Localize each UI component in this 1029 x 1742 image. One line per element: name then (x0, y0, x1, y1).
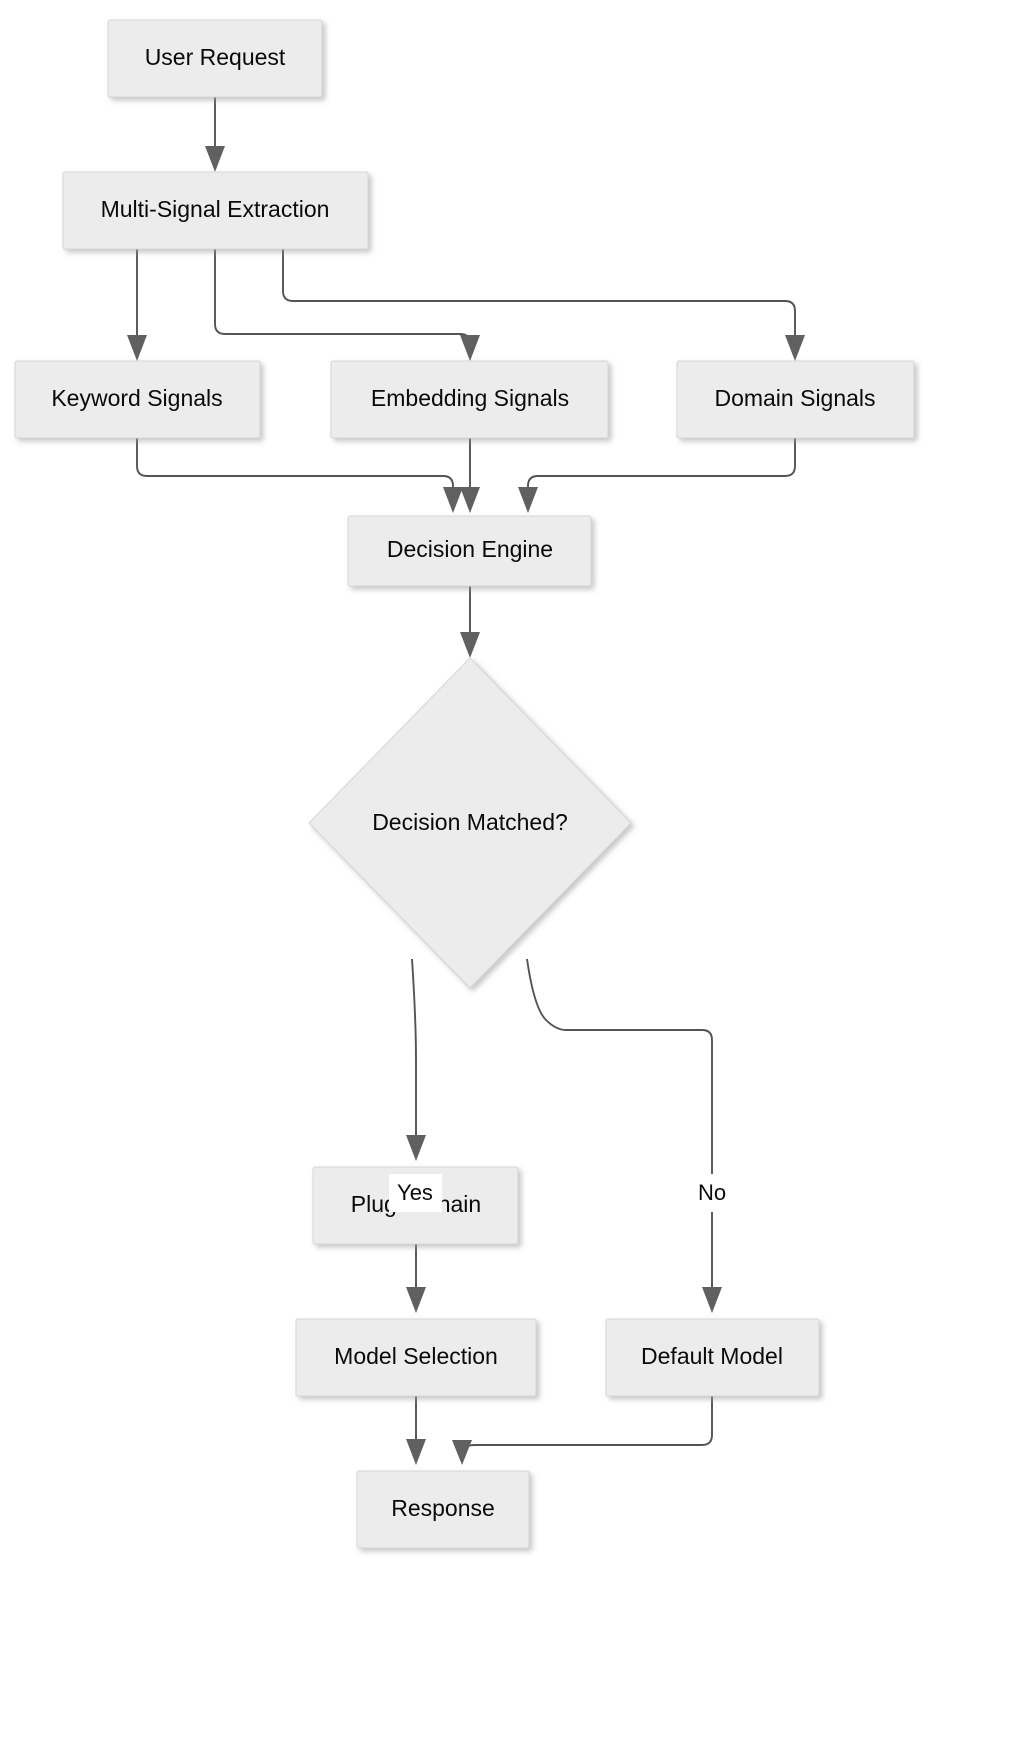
node-model-selection[interactable]: Model Selection (295, 1318, 537, 1397)
edge-label-layer: Yes No (389, 1174, 735, 1212)
node-multi-signal-extraction[interactable]: Multi-Signal Extraction (62, 171, 369, 250)
edge-model-selection-to-response (406, 1396, 426, 1465)
node-response-label: Response (391, 1495, 495, 1521)
node-response[interactable]: Response (356, 1470, 530, 1549)
edge-decision-engine-to-decision-matched (460, 586, 480, 658)
node-decision-engine[interactable]: Decision Engine (347, 515, 592, 587)
node-keyword-signals[interactable]: Keyword Signals (14, 360, 261, 439)
edge-plugin-chain-to-model-selection (406, 1244, 426, 1313)
edge-embedding-to-decision-engine (460, 438, 480, 513)
edge-user-request-to-multi-signal (205, 97, 225, 172)
node-layer: User Request Multi-Signal Extraction Key… (14, 19, 915, 1549)
edge-label-yes: Yes (389, 1174, 442, 1212)
edge-layer (127, 97, 805, 1465)
node-domain-signals-label: Domain Signals (714, 385, 875, 411)
node-model-selection-label: Model Selection (334, 1343, 498, 1369)
node-decision-matched-label: Decision Matched? (372, 809, 568, 835)
edge-keyword-to-decision-engine (136, 438, 463, 513)
edge-label-no: No (691, 1174, 735, 1212)
node-user-request-label: User Request (145, 44, 286, 70)
edge-label-yes-text: Yes (397, 1180, 433, 1205)
edge-multi-signal-to-embedding (214, 249, 480, 361)
node-embedding-signals-label: Embedding Signals (371, 385, 569, 411)
edge-decision-matched-to-default-model (526, 958, 722, 1313)
node-decision-engine-label: Decision Engine (387, 536, 553, 562)
edge-decision-matched-to-plugin-chain (406, 958, 426, 1161)
edge-multi-signal-to-domain (282, 249, 805, 361)
node-default-model-label: Default Model (641, 1343, 783, 1369)
node-embedding-signals[interactable]: Embedding Signals (330, 360, 609, 439)
node-keyword-signals-label: Keyword Signals (51, 385, 222, 411)
edge-domain-to-decision-engine (518, 438, 796, 513)
edge-label-no-text: No (698, 1180, 726, 1205)
node-default-model[interactable]: Default Model (605, 1318, 820, 1397)
node-domain-signals[interactable]: Domain Signals (676, 360, 915, 439)
node-multi-signal-extraction-label: Multi-Signal Extraction (101, 196, 330, 222)
node-decision-matched[interactable]: Decision Matched? (308, 657, 632, 989)
node-user-request[interactable]: User Request (107, 19, 323, 98)
edge-default-model-to-response (452, 1396, 713, 1465)
edge-multi-signal-to-keyword (127, 249, 147, 361)
